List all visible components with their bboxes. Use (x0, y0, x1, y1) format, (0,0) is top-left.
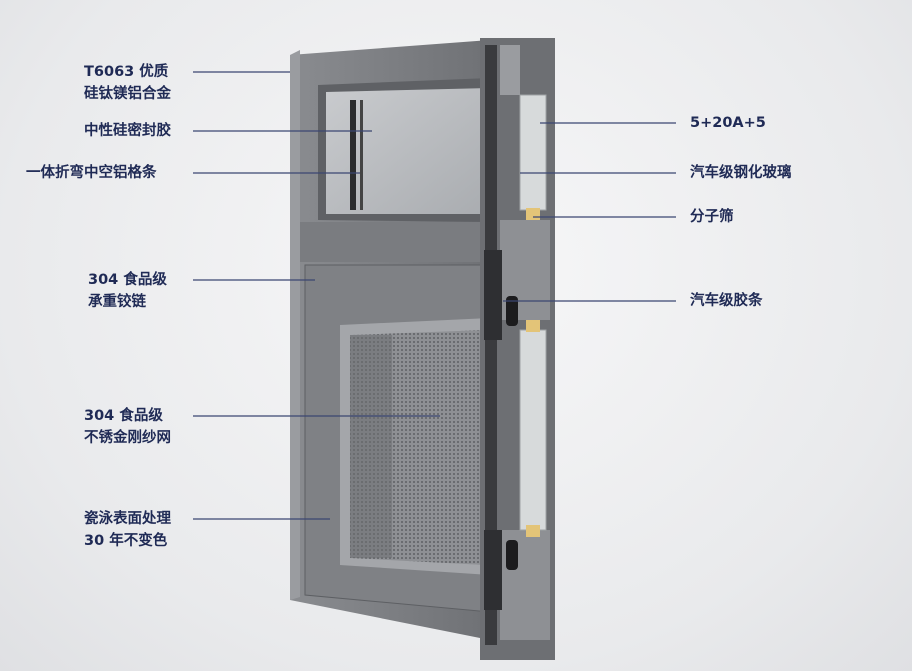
label-sealant: 中性硅密封胶 (84, 120, 171, 142)
label-gasket: 汽车级胶条 (690, 290, 763, 312)
label-line: 5+20A+5 (690, 115, 766, 131)
label-line: 304 食品级 (88, 272, 167, 288)
label-glass-spec: 5+20A+5 (690, 112, 766, 134)
label-line: 不锈金刚纱网 (84, 430, 171, 446)
label-line: 汽车级胶条 (690, 293, 763, 309)
leader-lines (193, 71, 676, 520)
label-spacer-bar: 一体折弯中空铝格条 (26, 162, 157, 184)
upper-glass-pane (326, 88, 490, 214)
label-surface-treatment: 瓷泳表面处理 30 年不变色 (84, 508, 171, 552)
label-line: 30 年不变色 (84, 533, 168, 549)
label-line: 瓷泳表面处理 (84, 511, 171, 527)
label-line: 中性硅密封胶 (84, 123, 171, 139)
label-line: 304 食品级 (84, 408, 163, 424)
label-screen-mesh: 304 食品级 不锈金刚纱网 (84, 405, 171, 449)
label-molecular-sieve: 分子筛 (690, 206, 734, 228)
label-tempered-glass: 汽车级钢化玻璃 (690, 162, 792, 184)
label-line: 承重铰链 (88, 294, 146, 310)
label-line: 硅钛镁铝合金 (84, 86, 171, 102)
label-line: 汽车级钢化玻璃 (690, 165, 792, 181)
label-aluminum-alloy: T6063 优质 硅钛镁铝合金 (84, 61, 171, 105)
insulating-glass (519, 94, 547, 211)
label-hinge: 304 食品级 承重铰链 (88, 269, 167, 313)
label-line: 一体折弯中空铝格条 (26, 165, 157, 181)
label-line: T6063 优质 (84, 64, 169, 80)
label-line: 分子筛 (690, 209, 734, 225)
